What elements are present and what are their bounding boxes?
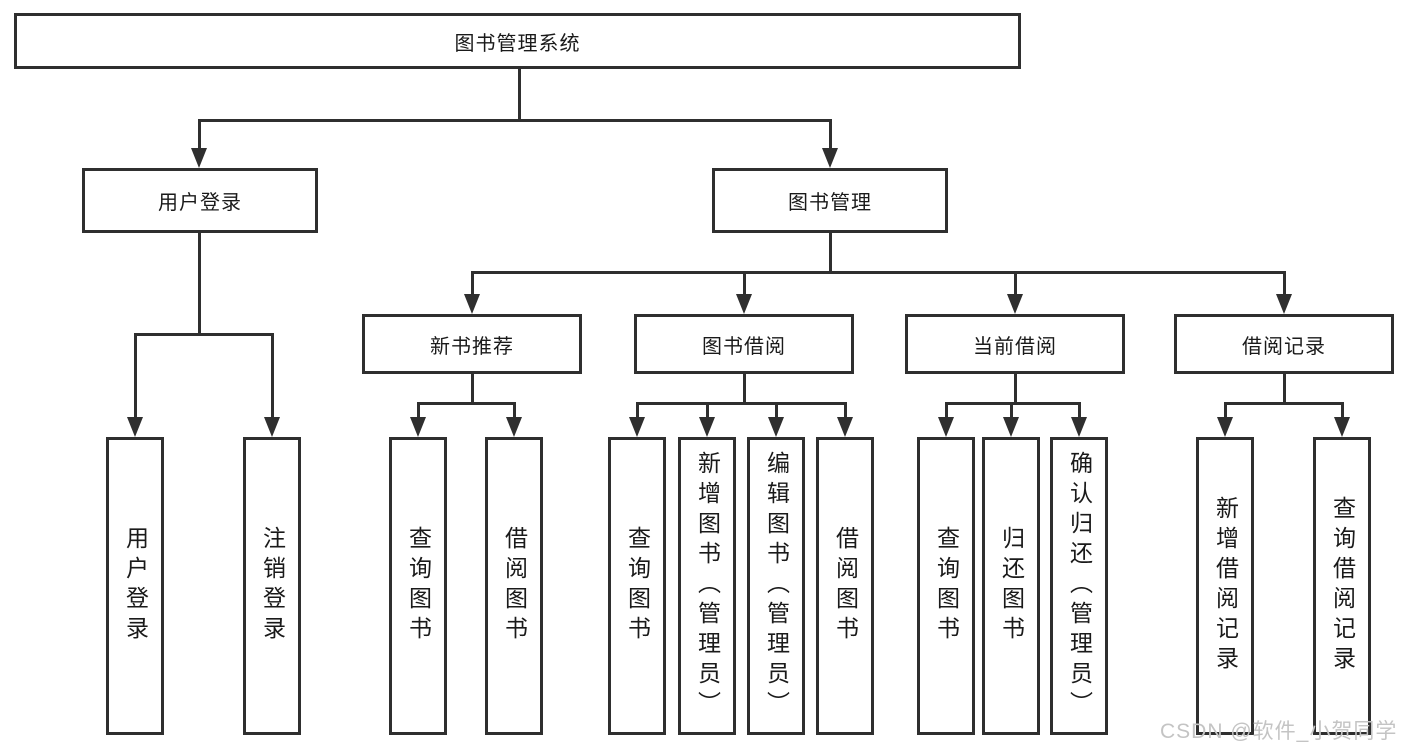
connector-line	[829, 119, 832, 153]
connector-line	[636, 402, 847, 405]
leaf-user-login: 用户登录	[106, 437, 164, 735]
leaf-add-borrowing-record: 新增借阅记录	[1196, 437, 1254, 735]
leaf-add-book-admin: 新增图书（管理员）	[678, 437, 736, 735]
leaf-label: 确认归还（管理员）	[1066, 451, 1093, 721]
leaf-borrow-books-borrowing: 借阅图书	[816, 437, 874, 735]
node-label: 图书管理	[788, 192, 872, 214]
connector-line	[829, 233, 832, 274]
leaf-query-books-recommend: 查询图书	[389, 437, 447, 735]
arrow-down-icon	[1007, 294, 1023, 314]
connector-line	[1010, 402, 1013, 421]
arrow-down-icon	[1071, 417, 1087, 437]
leaf-label: 编辑图书（管理员）	[763, 451, 790, 721]
connector-line	[706, 402, 709, 421]
connector-line	[844, 402, 847, 421]
arrow-down-icon	[127, 417, 143, 437]
node-library-management-system: 图书管理系统	[14, 13, 1021, 69]
arrow-down-icon	[1217, 417, 1233, 437]
connector-line	[1283, 271, 1286, 298]
arrow-down-icon	[822, 148, 838, 168]
node-label: 用户登录	[158, 192, 242, 214]
arrow-down-icon	[837, 417, 853, 437]
arrow-down-icon	[938, 417, 954, 437]
node-book-management: 图书管理	[712, 168, 948, 233]
leaf-query-books-current: 查询图书	[917, 437, 975, 735]
arrow-down-icon	[736, 294, 752, 314]
leaf-return-books: 归还图书	[982, 437, 1040, 735]
node-label: 图书借阅	[702, 335, 786, 358]
watermark: CSDN @软件_小贺同学	[1160, 720, 1398, 743]
connector-line	[417, 402, 420, 421]
node-user-login: 用户登录	[82, 168, 318, 233]
leaf-label: 归还图书	[998, 526, 1025, 646]
connector-line	[198, 233, 201, 336]
connector-line	[513, 402, 516, 421]
leaf-logout: 注销登录	[243, 437, 301, 735]
connector-line	[134, 333, 274, 336]
node-book-borrowing: 图书借阅	[634, 314, 854, 374]
node-current-borrowing: 当前借阅	[905, 314, 1125, 374]
arrow-down-icon	[1334, 417, 1350, 437]
connector-line	[417, 402, 516, 405]
arrow-down-icon	[1276, 294, 1292, 314]
connector-line	[198, 119, 201, 153]
connector-line	[518, 69, 521, 121]
arrow-down-icon	[264, 417, 280, 437]
arrow-down-icon	[464, 294, 480, 314]
connector-line	[775, 402, 778, 421]
connector-line	[1078, 402, 1081, 421]
arrow-down-icon	[1003, 417, 1019, 437]
connector-line	[1224, 402, 1344, 405]
leaf-label: 查询图书	[624, 526, 651, 646]
node-label: 新书推荐	[430, 335, 514, 358]
leaf-label: 新增图书（管理员）	[694, 451, 721, 721]
node-label: 借阅记录	[1242, 335, 1326, 358]
connector-line	[1014, 374, 1017, 405]
arrow-down-icon	[699, 417, 715, 437]
leaf-label: 借阅图书	[832, 526, 859, 646]
connector-line	[471, 271, 474, 298]
node-borrowing-records: 借阅记录	[1174, 314, 1394, 374]
node-label: 当前借阅	[973, 335, 1057, 358]
connector-line	[743, 271, 746, 298]
leaf-edit-book-admin: 编辑图书（管理员）	[747, 437, 805, 735]
leaf-label: 新增借阅记录	[1212, 496, 1239, 676]
connector-line	[198, 119, 832, 122]
leaf-confirm-return-admin: 确认归还（管理员）	[1050, 437, 1108, 735]
leaf-borrow-books-recommend: 借阅图书	[485, 437, 543, 735]
arrow-down-icon	[191, 148, 207, 168]
connector-line	[743, 374, 746, 405]
leaf-label: 查询图书	[933, 526, 960, 646]
connector-line	[471, 374, 474, 405]
node-label: 图书管理系统	[454, 32, 581, 55]
leaf-query-books-borrowing: 查询图书	[608, 437, 666, 735]
connector-line	[945, 402, 948, 421]
leaf-label: 借阅图书	[501, 526, 528, 646]
connector-line	[636, 402, 639, 421]
connector-line	[1283, 374, 1286, 405]
connector-line	[945, 402, 1081, 405]
node-new-book-recommendation: 新书推荐	[362, 314, 582, 374]
arrow-down-icon	[629, 417, 645, 437]
connector-line	[1014, 271, 1017, 298]
leaf-label: 查询图书	[405, 526, 432, 646]
connector-line	[134, 333, 137, 421]
arrow-down-icon	[506, 417, 522, 437]
connector-line	[1224, 402, 1227, 421]
arrow-down-icon	[768, 417, 784, 437]
connector-line	[471, 271, 1286, 274]
leaf-label: 用户登录	[122, 526, 149, 646]
leaf-label: 注销登录	[259, 526, 286, 646]
connector-line	[271, 333, 274, 421]
arrow-down-icon	[410, 417, 426, 437]
connector-line	[1341, 402, 1344, 421]
leaf-label: 查询借阅记录	[1329, 496, 1356, 676]
leaf-query-borrowing-record: 查询借阅记录	[1313, 437, 1371, 735]
